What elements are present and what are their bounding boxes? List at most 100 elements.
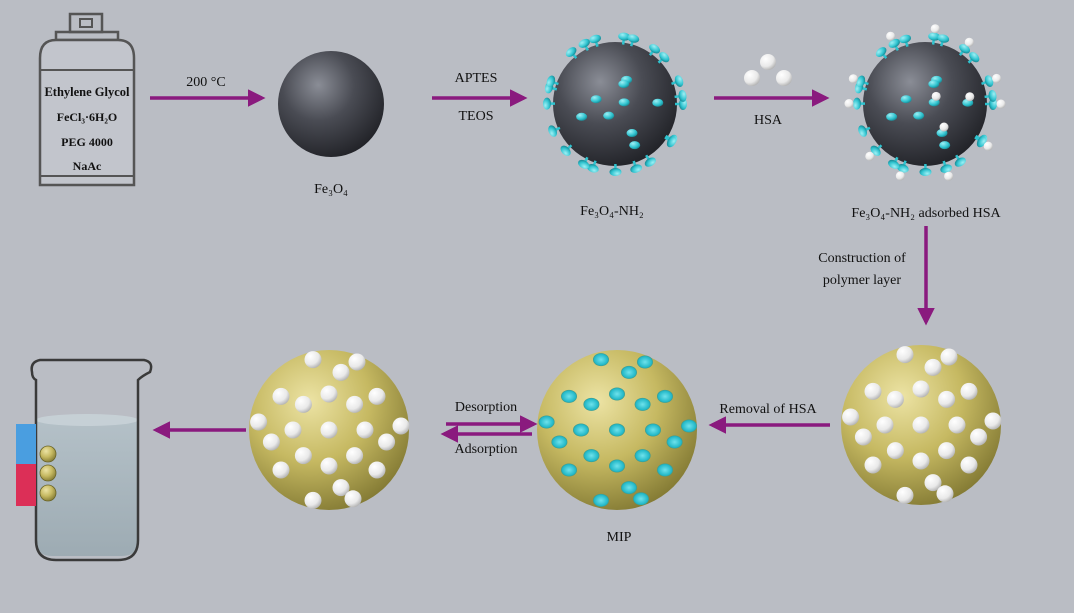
amine-group <box>626 129 638 138</box>
hsa-molecule <box>864 456 882 474</box>
amine-group <box>954 157 966 167</box>
hsa-molecule <box>912 416 930 434</box>
amine-group <box>959 43 971 54</box>
hsa-molecule <box>876 416 894 434</box>
hsa-molecule <box>896 346 914 364</box>
reagent-bottle: Ethylene Glycol FeCl₃·6H₂O PEG 4000 NaAc <box>38 12 136 187</box>
amine-group <box>630 164 642 173</box>
amine-group <box>644 157 656 167</box>
amine-group <box>576 112 588 121</box>
bottle-cap-window <box>79 18 93 28</box>
reagent-naac: NaAc <box>73 159 102 173</box>
hsa-molecule <box>368 387 386 405</box>
hsa-molecule <box>964 37 974 47</box>
hsa-molecule-icon <box>760 54 776 70</box>
imprinted-cavity <box>609 423 625 437</box>
amine-group <box>609 167 622 176</box>
hsa-molecule <box>344 490 362 508</box>
amine-group <box>897 164 909 173</box>
step-temp-label: 200 °C <box>186 75 225 90</box>
imprinted-cavity <box>621 365 637 379</box>
hsa-molecule <box>992 73 1002 83</box>
hsa-molecule <box>896 486 914 504</box>
magnet-blue-pole <box>16 424 36 464</box>
mip-label: MIP <box>607 530 632 545</box>
hsa-molecule <box>368 461 386 479</box>
step-aptes-label: APTES <box>455 71 498 86</box>
amine-group <box>900 95 912 104</box>
amine-group <box>548 125 557 137</box>
amine-group <box>578 159 590 169</box>
imprinted-cavity <box>657 389 673 403</box>
step-teos-label: TEOS <box>459 109 494 124</box>
imprinted-cavity <box>583 449 600 463</box>
hsa-molecule <box>912 380 930 398</box>
hsa-molecule-icon <box>744 70 760 86</box>
fe3o4-nh2-hsa-label: Fe₃O₄-NH₂ adsorbed HSA <box>851 206 1001 221</box>
hsa-molecule-icon <box>776 70 792 86</box>
hsa-molecule <box>320 385 338 403</box>
hsa-molecule <box>272 387 290 405</box>
imprinted-cavity <box>666 435 683 449</box>
amine-group <box>919 167 932 176</box>
amine-group <box>659 52 670 63</box>
hsa-molecule <box>912 452 930 470</box>
amine-group <box>976 136 987 148</box>
hsa-molecule <box>938 390 956 408</box>
hsa-molecule <box>320 457 338 475</box>
hsa-molecule <box>844 99 854 109</box>
amine-group <box>984 75 994 87</box>
hsa-molecule <box>294 395 312 413</box>
amine-group <box>928 79 940 88</box>
hsa-molecule <box>842 408 860 426</box>
amine-group <box>888 38 900 48</box>
imprinted-cavity <box>621 481 637 495</box>
amine-group <box>937 34 950 43</box>
imprinted-cavity <box>637 355 653 369</box>
amine-group <box>988 89 997 102</box>
collected-particle <box>39 484 57 502</box>
imprinted-cavity <box>633 492 649 506</box>
hsa-molecule <box>970 428 988 446</box>
step-construction-line2: polymer layer <box>823 273 901 288</box>
reagent-peg: PEG 4000 <box>61 135 113 149</box>
amine-group <box>928 32 941 41</box>
imprinted-cavity <box>609 387 625 401</box>
hsa-molecule <box>931 91 941 101</box>
imprinted-cavity <box>657 463 673 477</box>
reagent-ethylene-glycol: Ethylene Glycol <box>44 85 130 99</box>
amine-group <box>649 43 661 54</box>
hsa-molecule <box>348 353 366 371</box>
hsa-molecule <box>304 351 322 369</box>
amine-group <box>546 75 556 88</box>
hsa-molecule <box>983 141 993 151</box>
amine-group <box>629 141 641 150</box>
amine-group <box>603 111 615 120</box>
amine-group <box>652 98 664 107</box>
hsa-molecule <box>960 456 978 474</box>
mip-particle <box>537 350 697 510</box>
imprinted-cavity <box>551 435 568 449</box>
amine-group <box>856 75 866 88</box>
amine-group <box>939 141 951 150</box>
hsa-molecule <box>262 433 280 451</box>
amine-group <box>875 47 887 57</box>
bottle-body <box>38 38 136 187</box>
amine-group <box>940 164 952 173</box>
amine-group <box>578 38 590 48</box>
imprinted-cavity <box>681 419 697 433</box>
polymer-coated-particle <box>841 345 1002 505</box>
imprinted-cavity <box>634 397 651 411</box>
amine-group <box>666 136 677 148</box>
imprinted-cavity <box>645 423 661 437</box>
hsa-molecule <box>939 122 949 132</box>
hsa-molecule <box>895 171 905 181</box>
hsa-molecule <box>984 412 1002 430</box>
step-hsa-label: HSA <box>754 113 783 128</box>
imprinted-cavity <box>593 493 609 507</box>
hsa-molecule <box>924 474 942 492</box>
hsa-molecule <box>378 433 396 451</box>
hsa-molecule <box>996 99 1006 109</box>
imprinted-cavity <box>561 389 577 403</box>
